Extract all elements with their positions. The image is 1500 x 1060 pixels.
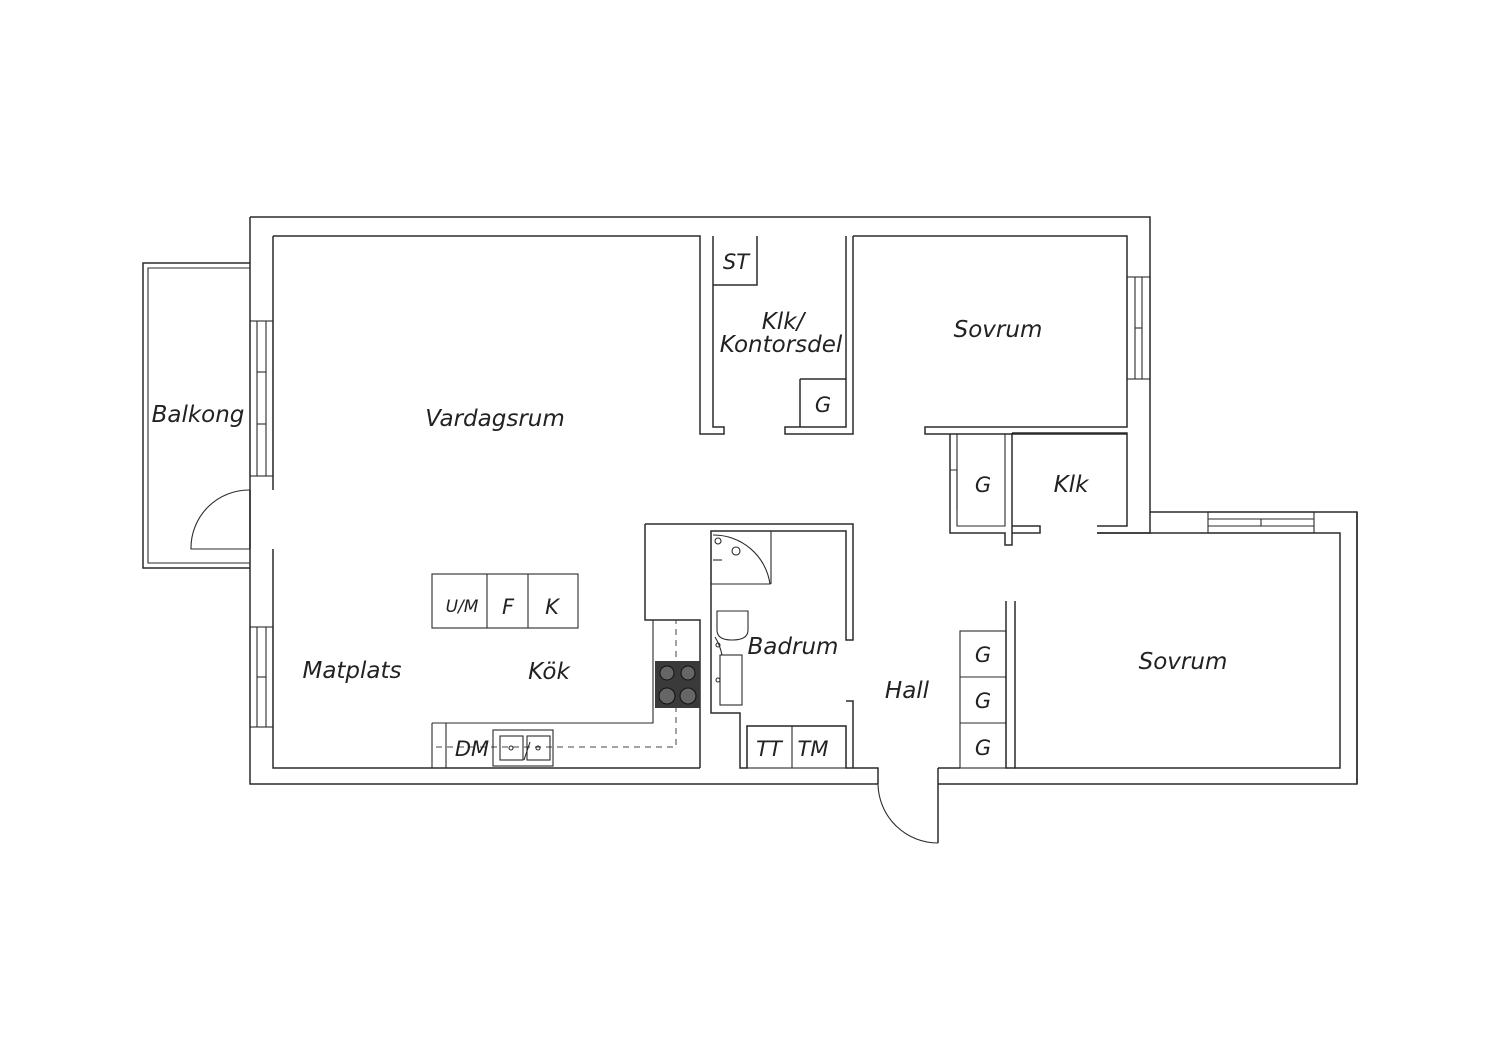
room-label-sovrum-2: Sovrum [1139,649,1228,675]
room-label-badrum: Badrum [748,634,839,660]
fixture-label-g-bed-3: G [975,736,991,760]
hall-closet-walls [949,432,1128,546]
balcony-door [190,489,251,550]
room-label-sovrum-1: Sovrum [954,317,1043,343]
fixture-label-um: U/M [446,597,479,617]
entrance-door [853,767,960,844]
bedroom-1-walls [853,235,1151,435]
room-label-balkong: Balkong [152,402,245,428]
room-label-kok: Kök [528,659,571,685]
room-label-vardagsrum: Vardagsrum [425,406,565,432]
bedroom-2-walls [959,532,1341,769]
room-label-klk-kontorsdel-line2: Kontorsdel [720,332,843,358]
room-label-matplats: Matplats [302,658,401,684]
fixture-label-g-hall-closet: G [975,473,991,497]
laundry-block [746,725,847,769]
fixture-label-g-office: G [815,393,831,417]
room-label-hall: Hall [885,678,930,704]
balcony [142,262,274,569]
fixture-label-f: F [502,595,515,619]
outer-walls [249,216,1358,785]
fixture-label-g-bed-2: G [975,689,991,713]
window-bedroom-2 [1207,511,1315,534]
fixture-label-k: K [545,595,561,619]
fixture-label-dm: DM [455,737,489,761]
fixture-label-tt: TT [756,737,784,761]
window-matplats [249,626,274,728]
fixture-label-st: ST [723,250,751,274]
room-label-klk-kontorsdel-line1: Klk/ [762,309,807,335]
room-label-klk: Klk [1054,472,1090,498]
kitchen-counters [431,573,700,768]
fixture-label-g-bed-1: G [975,643,991,667]
office-walls [707,236,854,435]
fixture-label-tm: TM [798,737,829,761]
